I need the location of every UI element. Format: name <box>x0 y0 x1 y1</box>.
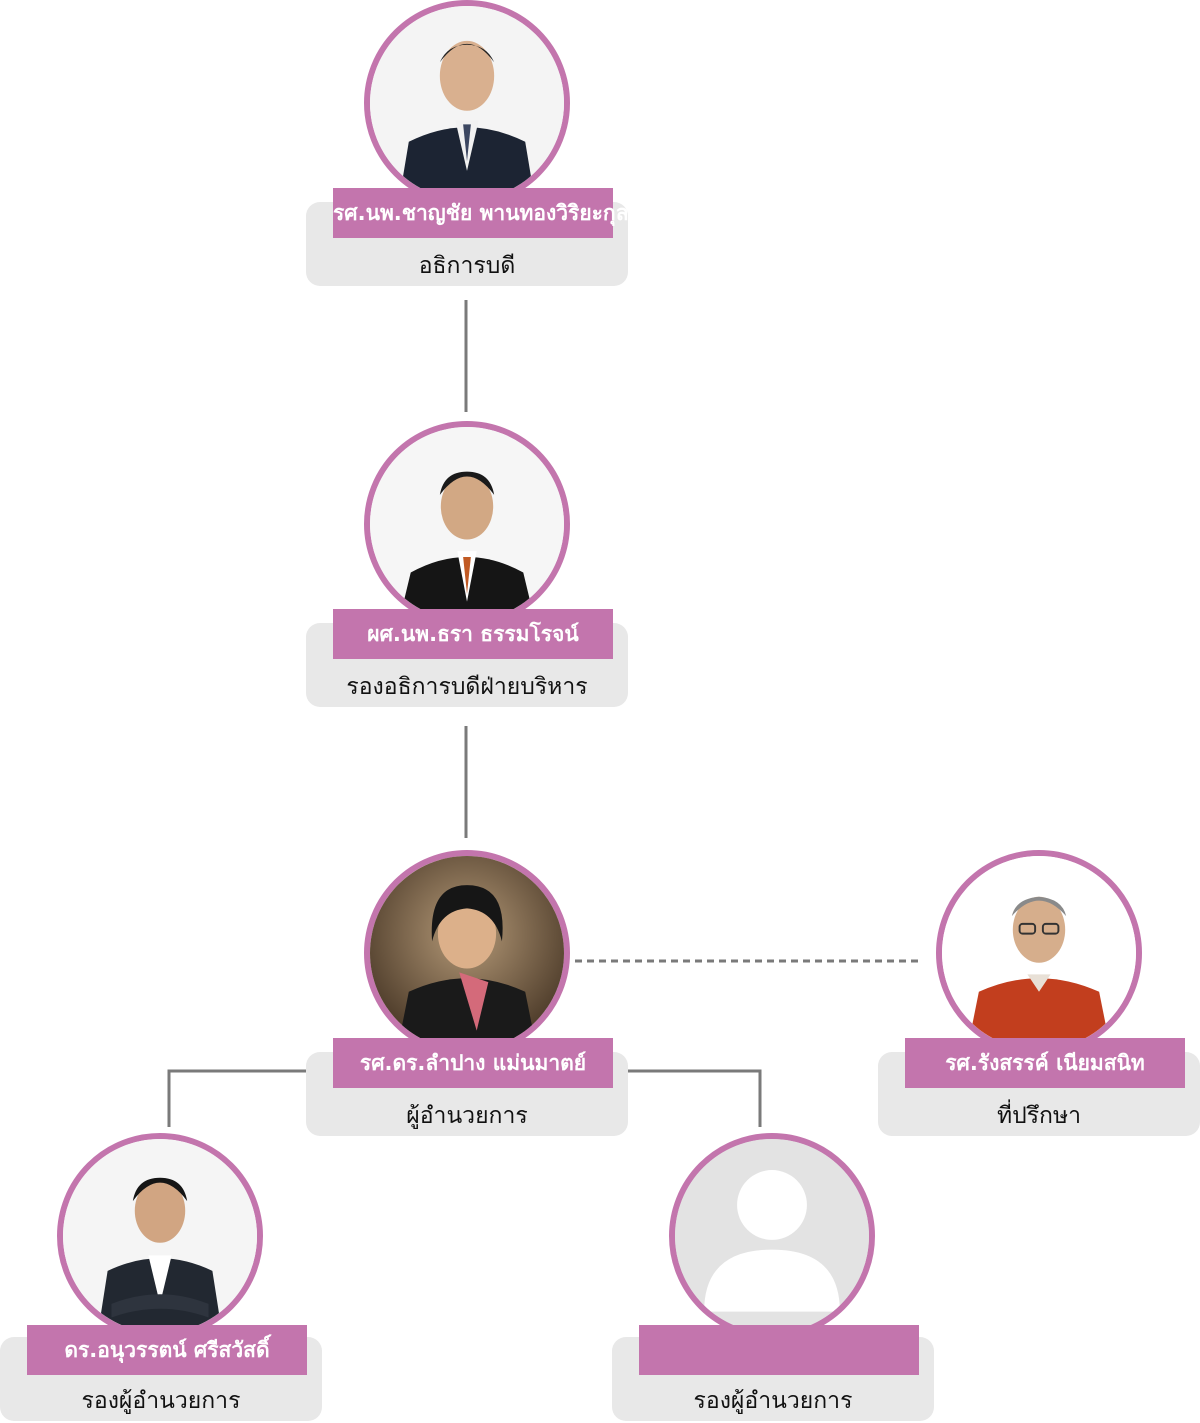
person-name: รศ.รังสรรค์ เนียมสนิท <box>945 1051 1145 1075</box>
person-card-vice-president: ผศ.นพ.ธรา ธรรมโรจน์ รองอธิการบดีฝ่ายบริห… <box>306 421 628 711</box>
person-card-director: รศ.ดร.ลำปาง แม่นมาตย์ ผู้อำนวยการ <box>306 850 628 1140</box>
person-position: รองอธิการบดีฝ่ายบริหาร <box>346 674 588 700</box>
portrait-photo <box>364 0 570 206</box>
name-ribbon: รศ.นพ.ชาญชัย พานทองวิริยะกุล <box>333 188 629 238</box>
connector-director-deputy-2 <box>628 1069 762 1127</box>
person-position: ผู้อำนวยการ <box>406 1103 528 1129</box>
person-position: ที่ปรึกษา <box>996 1103 1082 1129</box>
person-name: ผศ.นพ.ธรา ธรรมโรจน์ <box>367 622 579 646</box>
portrait-photo <box>57 1133 263 1339</box>
portrait-photo <box>364 850 570 1056</box>
person-name: รศ.นพ.ชาญชัย พานทองวิริยะกุล <box>333 201 629 225</box>
person-card-advisor: รศ.รังสรรค์ เนียมสนิท ที่ปรึกษา <box>878 850 1200 1140</box>
portrait-photo <box>364 421 570 627</box>
person-card-president: รศ.นพ.ชาญชัย พานทองวิริยะกุล อธิการบดี <box>306 0 629 290</box>
person-card-deputy-director-1: ดร.อนุวรรตน์ ศรีสวัสดิ์ รองผู้อำนวยการ <box>0 1133 322 1423</box>
person-card-deputy-director-2: รองผู้อำนวยการ <box>612 1133 934 1423</box>
portrait-photo <box>936 850 1142 1056</box>
name-ribbon: รศ.รังสรรค์ เนียมสนิท <box>905 1038 1185 1088</box>
placeholder-avatar-icon <box>669 1133 875 1339</box>
name-ribbon: รศ.ดร.ลำปาง แม่นมาตย์ <box>333 1038 613 1088</box>
name-ribbon: ผศ.นพ.ธรา ธรรมโรจน์ <box>333 609 613 659</box>
connector-director-deputy-1 <box>167 1069 306 1127</box>
person-name <box>639 1325 919 1375</box>
person-position: อธิการบดี <box>418 253 516 279</box>
person-name: ดร.อนุวรรตน์ ศรีสวัสดิ์ <box>64 1338 270 1362</box>
person-position: รองผู้อำนวยการ <box>81 1388 241 1414</box>
person-position: รองผู้อำนวยการ <box>693 1388 853 1414</box>
name-ribbon: ดร.อนุวรรตน์ ศรีสวัสดิ์ <box>27 1325 307 1375</box>
name-ribbon <box>639 1325 919 1375</box>
person-name: รศ.ดร.ลำปาง แม่นมาตย์ <box>359 1051 587 1075</box>
